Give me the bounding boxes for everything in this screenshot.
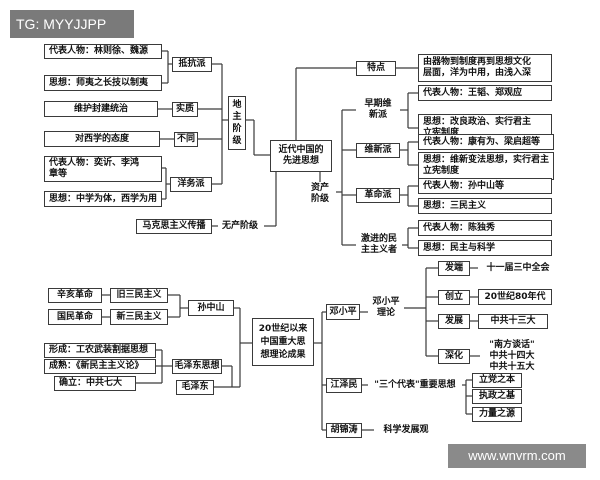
node-resist-faction: 抵抗派 bbox=[172, 57, 212, 72]
node-nature-value: 维护封建统治 bbox=[44, 101, 158, 117]
node-deepen-value: "南方谈话" 中共十四大 中共十五大 bbox=[489, 339, 535, 372]
node-sun-yatsen: 孙中山 bbox=[188, 300, 234, 316]
node-mao-established: 确立：中共七大 bbox=[54, 376, 136, 391]
node-revolution-faction: 革命派 bbox=[356, 188, 400, 203]
node-rad-people: 代表人物：陈独秀 bbox=[418, 220, 552, 236]
node-rad-idea: 思想：民主与科学 bbox=[418, 240, 552, 256]
node-develop-value: 中共十三大 bbox=[478, 314, 548, 329]
node-origin-value: 十一届三中全会 bbox=[486, 263, 550, 273]
node-resist-people: 代表人物：林则徐、魏源 bbox=[44, 44, 162, 59]
node-west-people: 代表人物：奕䜣、李鸿 章等 bbox=[44, 156, 162, 182]
node-features: 特点 bbox=[356, 61, 396, 76]
node-modern-root: 近代中国的 先进思想 bbox=[270, 140, 332, 172]
watermark-bottom: www.wnvrm.com bbox=[448, 444, 586, 468]
node-xinhai-revolution: 辛亥革命 bbox=[48, 288, 102, 303]
node-reform-idea: 思想：维新变法思想，实行君主 立宪制度 bbox=[418, 152, 554, 180]
node-reform-faction: 维新派 bbox=[356, 143, 400, 158]
node-jiang: 江泽民 bbox=[326, 378, 362, 393]
watermark-top: TG: MYYJJPP bbox=[10, 10, 134, 38]
node-differ-value: 对西学的态度 bbox=[44, 131, 160, 147]
node-new-sanmin: 新三民主义 bbox=[110, 309, 168, 325]
node-century-root: 20世纪以来 中国重大思 想理论成果 bbox=[252, 318, 314, 366]
node-guomin-revolution: 国民革命 bbox=[48, 309, 102, 325]
node-mao-formed: 形成：工农武装割据思想 bbox=[44, 343, 156, 358]
node-mao: 毛泽东 bbox=[176, 380, 214, 395]
node-develop: 发展 bbox=[438, 314, 470, 329]
node-founded: 创立 bbox=[438, 290, 470, 305]
node-resist-idea: 思想：师夷之长技以制夷 bbox=[44, 75, 162, 91]
node-deng: 邓小平 bbox=[326, 304, 360, 320]
node-bourgeois-class: 资产 阶级 bbox=[310, 183, 329, 204]
node-nature: 实质 bbox=[172, 102, 198, 117]
node-hu: 胡锦涛 bbox=[326, 423, 362, 438]
node-three-represents: "三个代表"重要思想 bbox=[374, 380, 456, 390]
node-founded-value: 20世纪80年代 bbox=[478, 289, 552, 305]
node-proletariat: 无产阶级 bbox=[221, 220, 258, 231]
node-scientific-development: 科学发展观 bbox=[383, 425, 429, 435]
node-reform-people: 代表人物：康有为、梁启超等 bbox=[418, 134, 554, 150]
node-early-reform: 早期维 新派 bbox=[364, 99, 392, 120]
node-mao-thought: 毛泽东思想 bbox=[172, 359, 222, 374]
node-rep-governance: 执政之基 bbox=[472, 389, 522, 404]
node-rep-strength: 力量之源 bbox=[472, 407, 522, 422]
node-rep-foundation: 立党之本 bbox=[472, 373, 522, 388]
node-rev-people: 代表人物：孙中山等 bbox=[418, 178, 552, 194]
node-old-sanmin: 旧三民主义 bbox=[110, 288, 168, 303]
node-west-idea: 思想：中学为体，西学为用 bbox=[44, 191, 162, 207]
node-landlord-class: 地 主 阶 级 bbox=[228, 96, 246, 150]
node-mao-matured: 成熟：《新民主主义论》 bbox=[44, 359, 156, 374]
node-deepen: 深化 bbox=[438, 349, 470, 364]
node-origin: 发端 bbox=[438, 261, 470, 276]
node-rev-idea: 思想：三民主义 bbox=[418, 198, 552, 214]
node-features-value: 由器物到制度再到思想文化 层面，洋为中用，由浅入深 bbox=[418, 54, 552, 82]
node-deng-theory: 邓小平 理论 bbox=[372, 297, 400, 318]
node-westernize-faction: 洋务派 bbox=[170, 177, 212, 192]
node-early-people: 代表人物：王韬、郑观应 bbox=[418, 85, 552, 101]
node-radical-democrats: 激进的民 主主义者 bbox=[360, 234, 397, 255]
node-differ: 不同 bbox=[174, 132, 198, 147]
node-marxism-spread: 马克思主义传播 bbox=[136, 219, 212, 234]
